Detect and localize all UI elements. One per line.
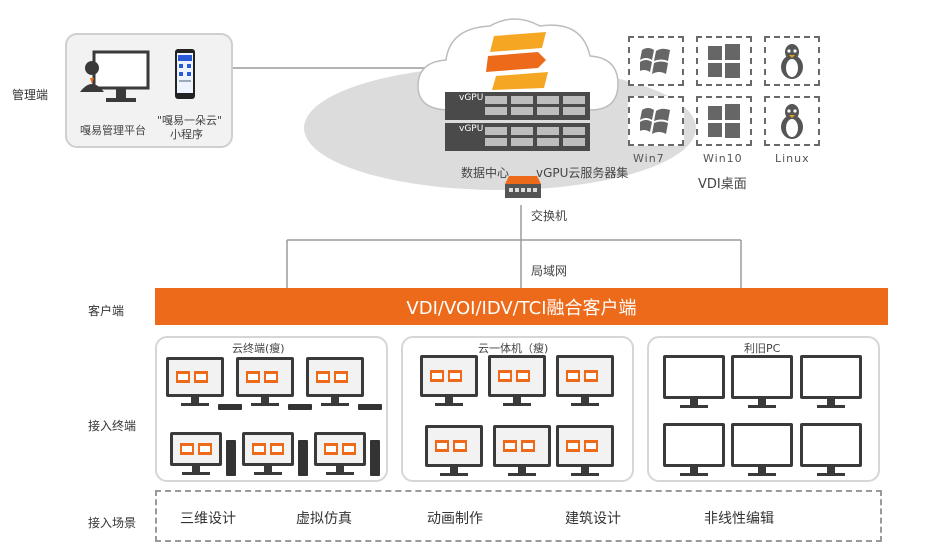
linux-penguin-icon [781, 44, 803, 79]
row-label-access-terminal: 接入终端 [88, 419, 137, 433]
lan-label: 局域网 [531, 264, 568, 278]
mobile-phone-icon [175, 49, 195, 99]
linux-penguin-icon [781, 104, 803, 139]
monitor-icon [420, 355, 478, 406]
cluster-label: vGPU云服务器集 [536, 166, 629, 180]
os-label-linux: Linux [775, 152, 810, 165]
monitor-icon [800, 355, 862, 408]
monitor-icon [663, 423, 725, 476]
windows-logo-icon [640, 108, 670, 134]
pc-tower [370, 440, 380, 476]
monitor-icon [242, 432, 294, 475]
scenario-nonlinear-editing: 非线性编辑 [704, 511, 774, 527]
brand-logo-icon [486, 32, 548, 90]
row-label-management: 管理端 [12, 88, 49, 102]
fusion-client-banner-text: VDI/VOI/IDV/TCI融合客户端 [406, 297, 637, 319]
switch-label: 交换机 [531, 209, 568, 223]
monitor-icon [663, 355, 725, 408]
panel-title-all-in-one: 云一体机（瘦) [478, 342, 549, 355]
miniapp-label-line2: 小程序 [170, 128, 203, 141]
os-label-win10: Win10 [703, 152, 743, 165]
scenario-strip [155, 490, 882, 542]
panel-title-cloud-terminal: 云终端(瘦) [232, 342, 285, 355]
monitor-icon [166, 357, 224, 406]
monitor-icon [314, 432, 366, 475]
pc-tower [226, 440, 236, 476]
pc-tower [298, 440, 308, 476]
monitor-icon [236, 357, 294, 406]
network-switch-icon [505, 176, 541, 198]
monitor-icon [731, 423, 793, 476]
thin-client-box [218, 404, 242, 410]
panel-title-legacy-pc: 利旧PC [744, 342, 781, 355]
gpu-tag-top: vGPU [459, 93, 484, 103]
gpu-tag-bottom: vGPU [459, 124, 484, 134]
vdi-tile-win10-b [696, 96, 752, 146]
thin-client-box [358, 404, 382, 410]
thin-client-box [288, 404, 312, 410]
windows-logo-icon [640, 48, 670, 74]
scenario-3d-design: 三维设计 [180, 511, 236, 527]
monitor-icon [306, 357, 364, 406]
monitor-icon [425, 425, 483, 476]
monitor-icon [493, 425, 551, 476]
vdi-tile-win7-a [628, 36, 684, 86]
monitor-icon [731, 355, 793, 408]
scenario-architecture: 建筑设计 [565, 511, 621, 527]
scenario-animation: 动画制作 [427, 511, 483, 527]
monitor-icon [556, 355, 614, 406]
vdi-tile-win7-b [628, 96, 684, 146]
row-label-scenario: 接入场景 [88, 516, 137, 530]
fusion-client-banner: VDI/VOI/IDV/TCI融合客户端 [155, 288, 888, 325]
admin-computer-icon [80, 50, 150, 102]
miniapp-label-line1: "嘎易一朵云" [157, 114, 223, 127]
os-label-win7: Win7 [633, 152, 665, 165]
monitor-icon [556, 425, 614, 476]
management-platform-label: 嘎易管理平台 [80, 124, 146, 137]
windows-logo-icon [708, 104, 740, 138]
server-rack-icon [445, 92, 590, 151]
vdi-tile-win10-a [696, 36, 752, 86]
row-label-client: 客户端 [88, 304, 125, 318]
monitor-icon [800, 423, 862, 476]
datacenter-label: 数据中心 [461, 166, 510, 180]
vdi-desktop-label: VDI桌面 [698, 177, 747, 192]
windows-logo-icon [708, 44, 740, 78]
monitor-icon [170, 432, 222, 475]
monitor-icon [488, 355, 546, 406]
scenario-virtual-simulation: 虚拟仿真 [296, 511, 352, 527]
